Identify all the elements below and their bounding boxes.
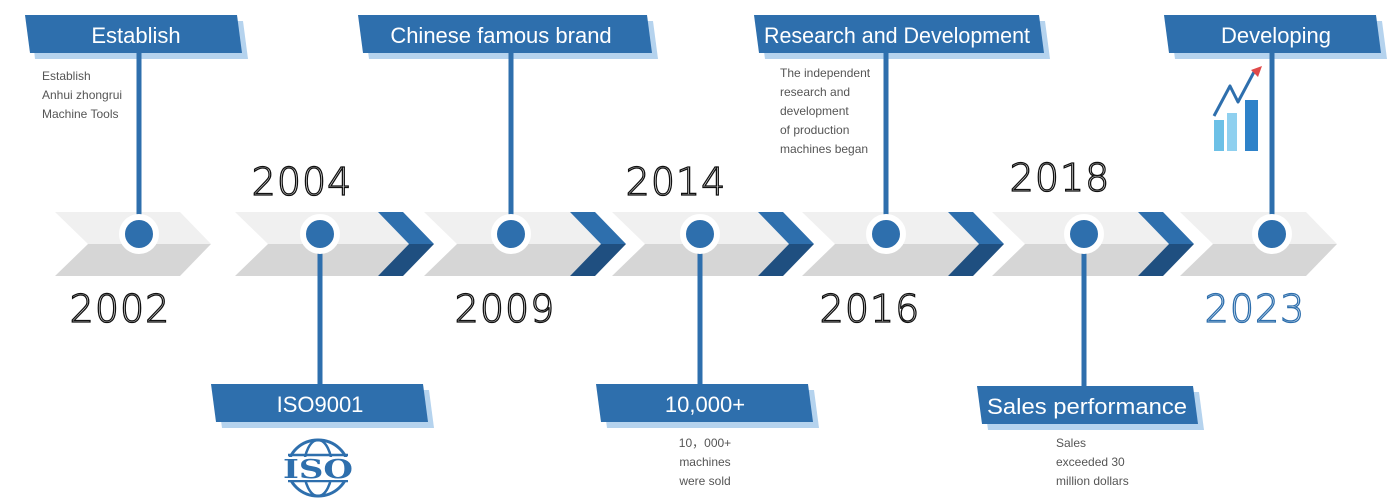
- banner-establish: Establish: [25, 15, 248, 59]
- banner-research-label: Research and Development: [764, 23, 1030, 48]
- banner-sales: Sales performance: [977, 386, 1204, 430]
- note-line: development: [780, 104, 849, 118]
- note-line: Establish: [42, 69, 91, 83]
- note-line: 10，000+: [678, 436, 732, 450]
- milestone-dot-2002: [119, 214, 159, 254]
- globe-iso-icon: ISO: [281, 438, 355, 498]
- note-line: Sales: [1056, 436, 1087, 450]
- note-tenk: 10，000+ machines were sold: [650, 434, 760, 491]
- note-line: million dollars: [1056, 474, 1129, 488]
- milestone-dot-2004: [300, 214, 340, 254]
- milestone-dot-2016: [866, 214, 906, 254]
- chevron-icon: [378, 212, 434, 276]
- note-line: of production: [780, 123, 850, 137]
- chevron-icon: [948, 212, 1004, 276]
- note-line: machines: [679, 455, 731, 469]
- banner-sales-label: Sales performance: [987, 394, 1187, 419]
- note-research: The independent research and development…: [780, 64, 870, 159]
- year-2018: 2018: [1010, 156, 1111, 200]
- year-2004: 2004: [252, 160, 353, 204]
- note-sales: Sales exceeded 30 million dollars: [1056, 434, 1129, 491]
- banner-iso-label: ISO9001: [277, 392, 364, 417]
- chevron-icon: [570, 212, 626, 276]
- banner-establish-label: Establish: [91, 23, 180, 48]
- banner-brand: Chinese famous brand: [358, 15, 658, 59]
- milestone-dot-2014: [680, 214, 720, 254]
- year-2009: 2009: [455, 287, 556, 331]
- growth-chart-icon: [1212, 66, 1262, 151]
- banner-developing: Developing: [1164, 15, 1387, 59]
- note-line: Anhui zhongrui: [42, 88, 123, 102]
- banner-brand-label: Chinese famous brand: [390, 23, 611, 48]
- note-line: exceeded 30: [1056, 455, 1125, 469]
- banner-research: Research and Development: [754, 15, 1050, 59]
- banner-tenk-label: 10,000+: [665, 392, 745, 417]
- chevron-icon: [1138, 212, 1194, 276]
- iso-logo-text: ISO: [283, 455, 353, 485]
- milestone-dot-2023: [1252, 214, 1292, 254]
- year-2002: 2002: [70, 287, 171, 331]
- banner-developing-label: Developing: [1221, 23, 1331, 48]
- milestone-dot-2018: [1064, 214, 1104, 254]
- note-line: machines began: [780, 142, 869, 156]
- note-line: were sold: [679, 474, 731, 488]
- chevron-icon: [758, 212, 814, 276]
- note-line: research and: [780, 85, 851, 99]
- note-establish: Establish Anhui zhongrui Machine Tools: [42, 67, 122, 124]
- year-2016: 2016: [820, 287, 921, 331]
- banner-iso: ISO9001: [211, 384, 434, 428]
- note-line: The independent: [780, 66, 871, 80]
- banner-tenk: 10,000+: [596, 384, 819, 428]
- milestone-dot-2009: [491, 214, 531, 254]
- note-line: Machine Tools: [42, 107, 119, 121]
- year-2014: 2014: [626, 160, 727, 204]
- year-2023: 2023: [1205, 287, 1306, 331]
